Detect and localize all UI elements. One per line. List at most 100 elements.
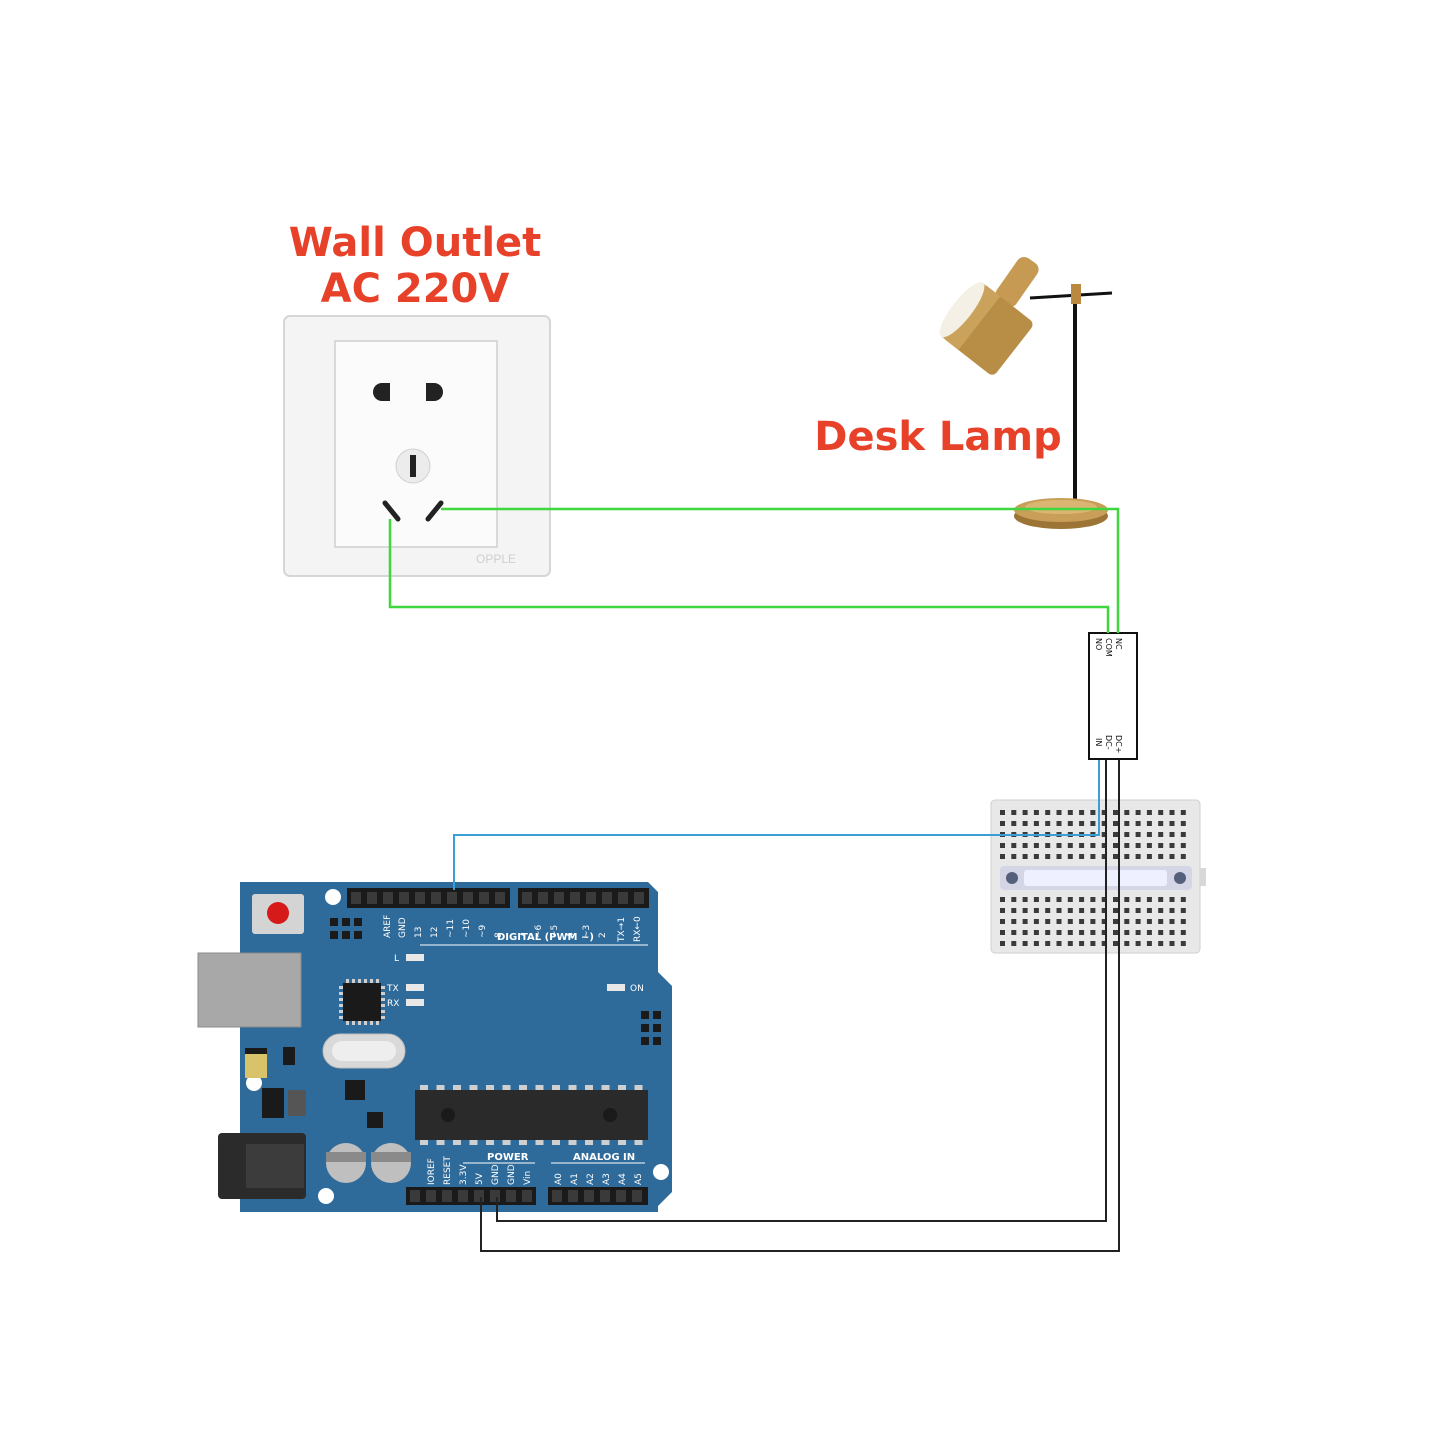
breadboard-hole (1135, 810, 1141, 815)
digital-pin-label: ~3 (582, 925, 592, 938)
breadboard-hole (1146, 930, 1152, 935)
breadboard-hole (1045, 941, 1051, 946)
digital-pin-label: RX←0 (633, 916, 643, 942)
relay-pin-no: NO (1094, 638, 1103, 650)
breadboard-hole (1056, 854, 1062, 859)
digital-header-pins (351, 892, 644, 904)
breadboard-hole (1124, 854, 1130, 859)
breadboard-hole (1079, 930, 1085, 935)
breadboard-hole (1158, 930, 1164, 935)
breadboard-hole (1135, 919, 1141, 924)
breadboard-hole (1113, 854, 1118, 859)
breadboard-hole (1169, 832, 1175, 837)
breadboard-hole (1158, 843, 1164, 848)
breadboard-hole (1011, 897, 1017, 902)
bottom-header-pins (410, 1190, 642, 1202)
breadboard-hole (1079, 810, 1085, 815)
breadboard-hole (1158, 919, 1164, 924)
breadboard-hole (1022, 821, 1028, 826)
breadboard-hole (1180, 930, 1186, 935)
breadboard-hole (1180, 832, 1186, 837)
breadboard-hole (1056, 908, 1062, 913)
breadboard-hole (1033, 821, 1039, 826)
breadboard-hole (1056, 821, 1062, 826)
analog-pin-label: A3 (602, 1173, 612, 1185)
digital-header-title: DIGITAL (PWM ~) (497, 932, 594, 943)
breadboard-hole (1056, 810, 1062, 815)
wire-ac-outlet-to-relay-no (388, 519, 1110, 633)
breadboard-hole (1113, 821, 1118, 826)
breadboard-hole (1033, 854, 1039, 859)
breadboard-hole (1113, 908, 1118, 913)
breadboard-hole (1022, 854, 1028, 859)
breadboard-hole (1067, 930, 1073, 935)
power-pin-label: 5V (475, 1172, 485, 1185)
breadboard-hole (1169, 930, 1175, 935)
digital-pin-label: AREF (383, 915, 393, 938)
breadboard-hole (1146, 843, 1152, 848)
breadboard-hole (1180, 897, 1186, 902)
breadboard-hole (1135, 930, 1141, 935)
breadboard-hole (1146, 908, 1152, 913)
wire-ac-lamp-to-relay-com (1062, 507, 1120, 633)
breadboard-hole (1067, 908, 1073, 913)
outlet-title-line2: AC 220V (321, 266, 510, 312)
breadboard-hole (1101, 832, 1107, 837)
breadboard-hole (1158, 897, 1164, 902)
breadboard-hole (1180, 854, 1186, 859)
breadboard-hole (1101, 919, 1107, 924)
breadboard-hole (1113, 919, 1118, 924)
breadboard-holes-bottom (1000, 897, 1186, 946)
breadboard-hole (1011, 919, 1017, 924)
lamp-knob (1071, 284, 1081, 304)
usb-port (197, 952, 302, 1028)
breadboard-hole (1090, 821, 1096, 826)
breadboard-hole (1124, 821, 1130, 826)
digital-pin-label: 7 (518, 932, 528, 938)
mounting-hole (653, 1164, 669, 1180)
breadboard-hole (1022, 930, 1028, 935)
breadboard-hole (1056, 843, 1062, 848)
led-l-label: L (394, 954, 399, 964)
breadboard-hole (1000, 908, 1005, 913)
breadboard-hole (1045, 919, 1051, 924)
breadboard-hole (1124, 941, 1130, 946)
breadboard-hole (1000, 854, 1005, 859)
digital-pin-label: ~11 (446, 919, 456, 938)
breadboard-hole (1180, 919, 1186, 924)
breadboard-hole (1067, 897, 1073, 902)
breadboard-hole (1146, 854, 1152, 859)
power-pin-label: 3.3V (459, 1164, 469, 1185)
breadboard-hole (1169, 821, 1175, 826)
breadboard-hole (1067, 821, 1073, 826)
relay-module: NC COM NO IN DC- DC+ (1088, 632, 1138, 760)
capacitor-electrolytic (371, 1143, 411, 1183)
analog-header-title: ANALOG IN (573, 1152, 635, 1163)
breadboard-hole (1113, 941, 1118, 946)
breadboard-hole (1090, 810, 1096, 815)
power-header (406, 1187, 536, 1205)
digital-pin-label: 13 (414, 927, 424, 938)
breadboard-hole (1158, 941, 1164, 946)
outlet-brand: OPPLE (476, 552, 516, 566)
breadboard-hole (1045, 908, 1051, 913)
breadboard-hole (1158, 854, 1164, 859)
breadboard-hole (1067, 941, 1073, 946)
breadboard-hole (1146, 941, 1152, 946)
breadboard-hole (1000, 821, 1005, 826)
breadboard-hole (1022, 941, 1028, 946)
breadboard-hole (1158, 821, 1164, 826)
breadboard-hole (1022, 897, 1028, 902)
breadboard-hole (1113, 897, 1118, 902)
breadboard-hole (1045, 821, 1051, 826)
relay-pin-com: COM (1104, 638, 1113, 657)
digital-pin-label: 8 (494, 932, 504, 938)
breadboard-hole (1180, 843, 1186, 848)
relay-pin-nc: NC (1114, 638, 1123, 650)
breadboard-hole (1124, 908, 1130, 913)
breadboard-hole (1124, 930, 1130, 935)
breadboard-hole (1158, 908, 1164, 913)
breadboard-hole (1146, 810, 1152, 815)
led-on-label: ON (630, 984, 644, 994)
